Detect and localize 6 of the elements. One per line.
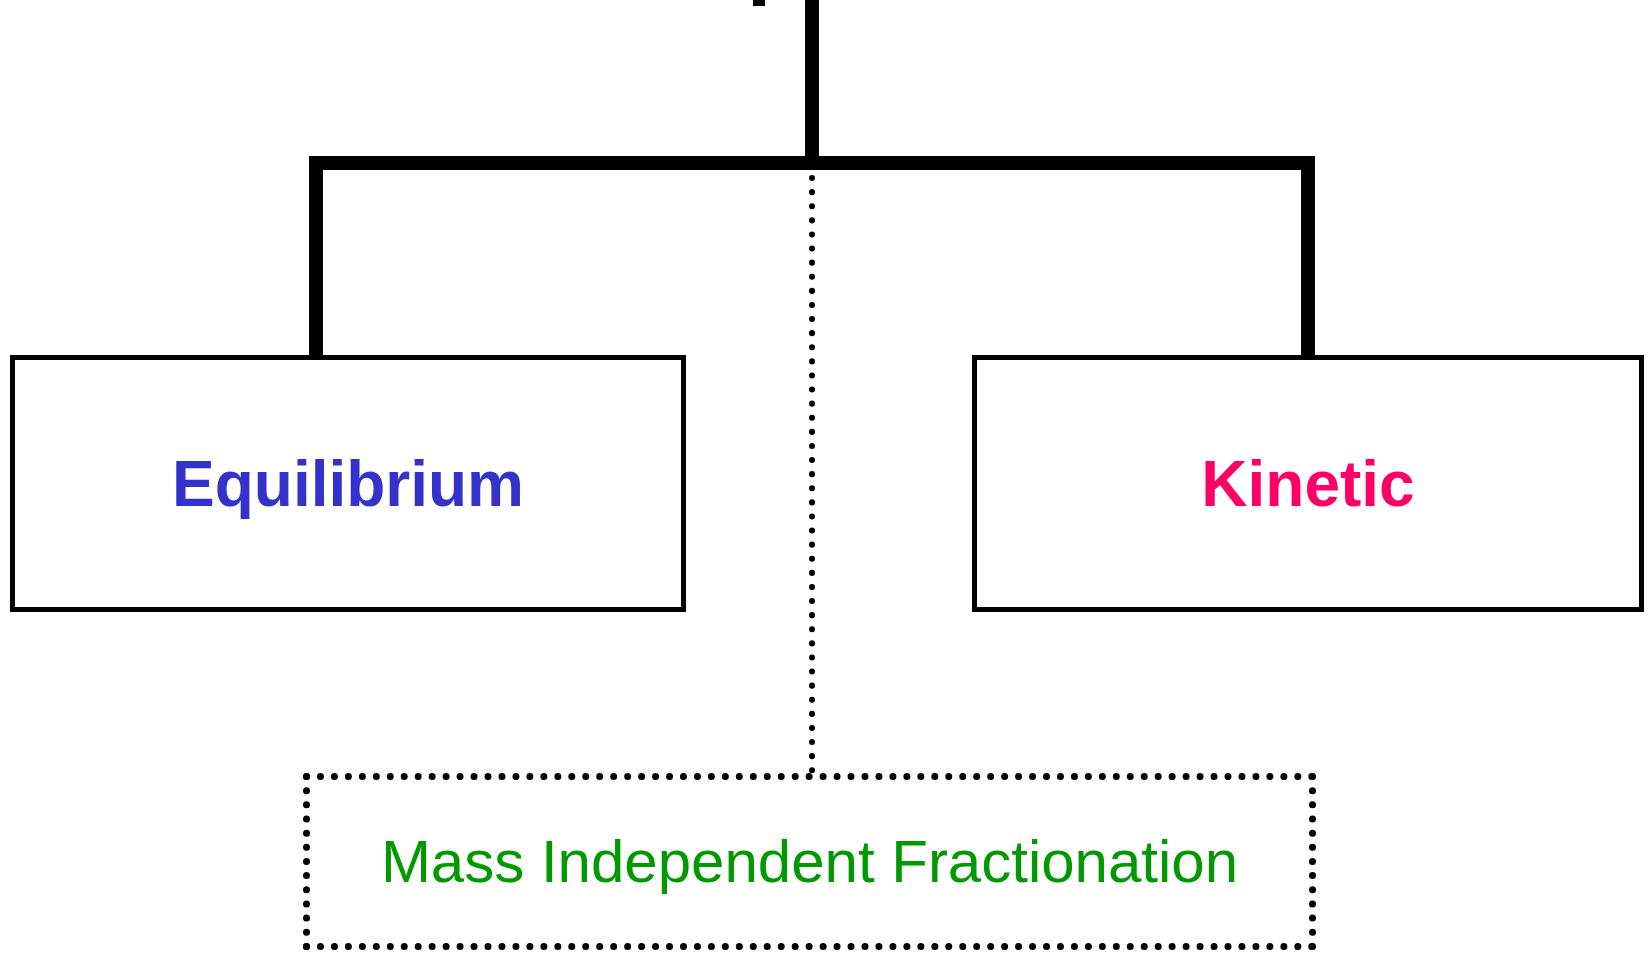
box-label: Mass Independent Fractionation <box>380 827 1239 896</box>
box-label: Kinetic <box>1201 446 1415 521</box>
category-box <box>10 355 686 612</box>
category-box <box>972 355 1644 612</box>
category-box <box>303 773 1316 950</box>
box-label: Equilibrium <box>172 446 524 521</box>
